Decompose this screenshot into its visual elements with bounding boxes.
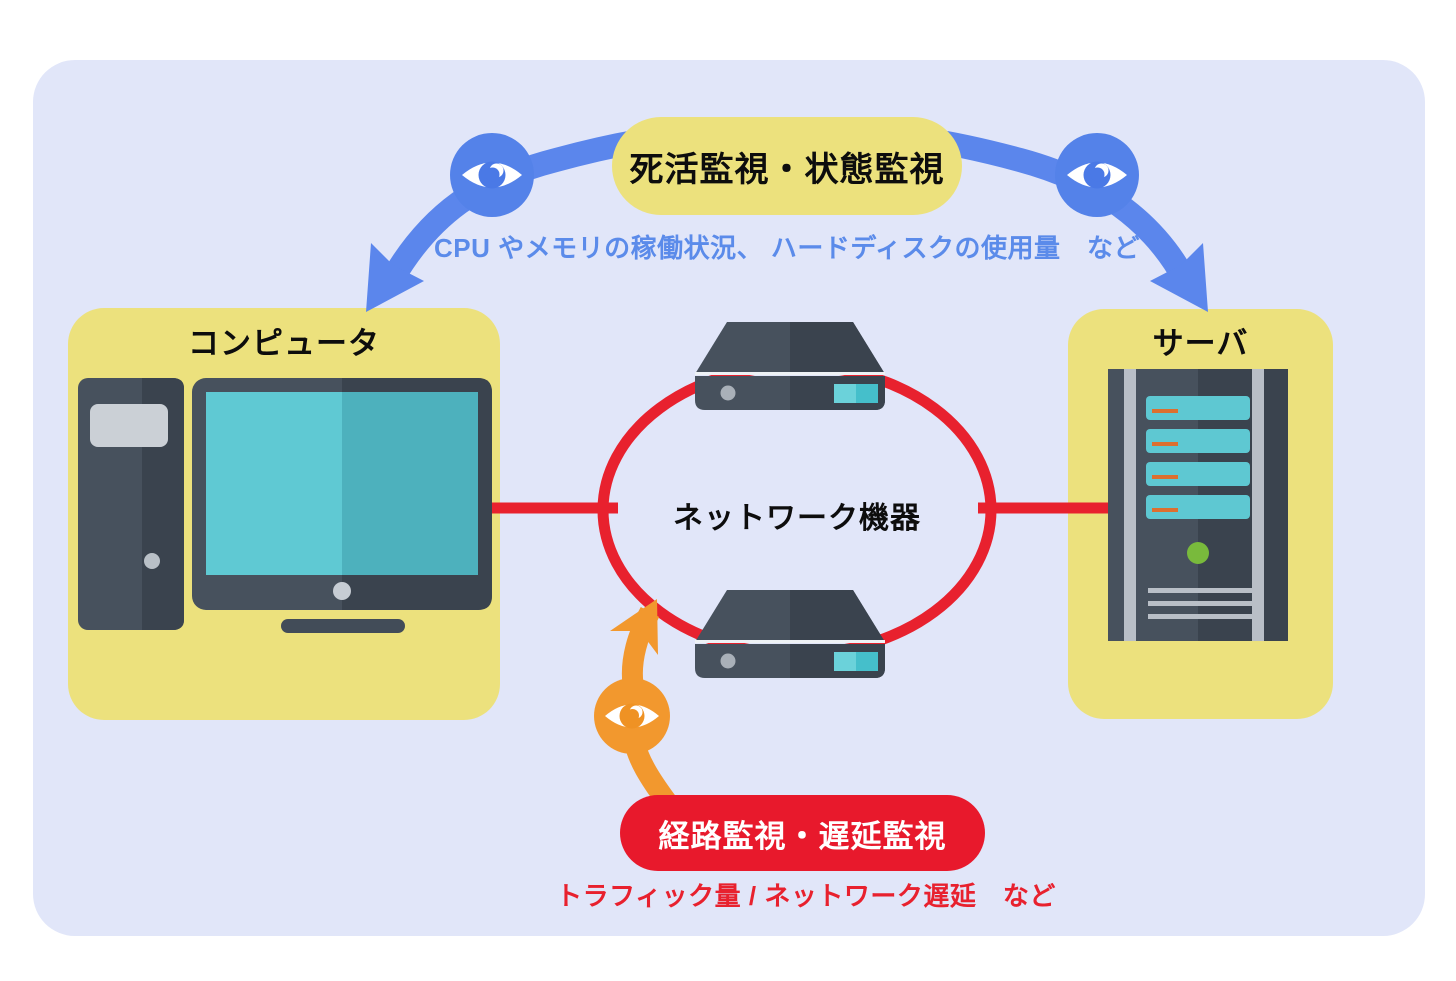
eye-icon xyxy=(450,133,534,217)
eye-icon xyxy=(594,678,670,754)
status-monitoring-caption: CPU やメモリの稼働状況、 ハードディスクの使用量 など xyxy=(433,233,1141,263)
server-vents xyxy=(1148,588,1252,619)
server-led xyxy=(1187,542,1209,564)
network-device-label: ネットワーク機器 xyxy=(673,502,921,535)
arrowhead-left xyxy=(366,243,424,312)
computer-label: コンピュータ xyxy=(188,326,380,361)
route-delay-monitoring-pill: 経路監視・遅延監視 xyxy=(620,795,985,871)
network-device-bottom xyxy=(695,590,885,678)
server-rail-left xyxy=(1124,369,1136,641)
computer-illustration xyxy=(78,378,492,633)
arrowhead-up xyxy=(610,599,658,655)
server-illustration xyxy=(1108,369,1288,641)
tower-power-button xyxy=(144,553,160,569)
server-drive-bays xyxy=(1146,396,1250,519)
arrowhead-right xyxy=(1150,243,1208,312)
tower-drive-bay xyxy=(90,404,168,447)
alive-status-monitoring-pill: 死活監視・状態監視 xyxy=(612,117,962,215)
network-device-top xyxy=(695,322,885,410)
monitor-webcam-dot xyxy=(333,582,351,600)
route-delay-monitoring-label: 経路監視・遅延監視 xyxy=(658,818,947,854)
monitor-stand xyxy=(281,619,405,633)
alive-status-monitoring-label: 死活監視・状態監視 xyxy=(629,150,945,189)
route-monitoring-caption: トラフィック量 / ネットワーク遅延 など xyxy=(556,881,1056,911)
eye-icon xyxy=(1055,133,1139,217)
server-rail-right xyxy=(1252,369,1264,641)
server-label: サーバ xyxy=(1152,326,1249,361)
